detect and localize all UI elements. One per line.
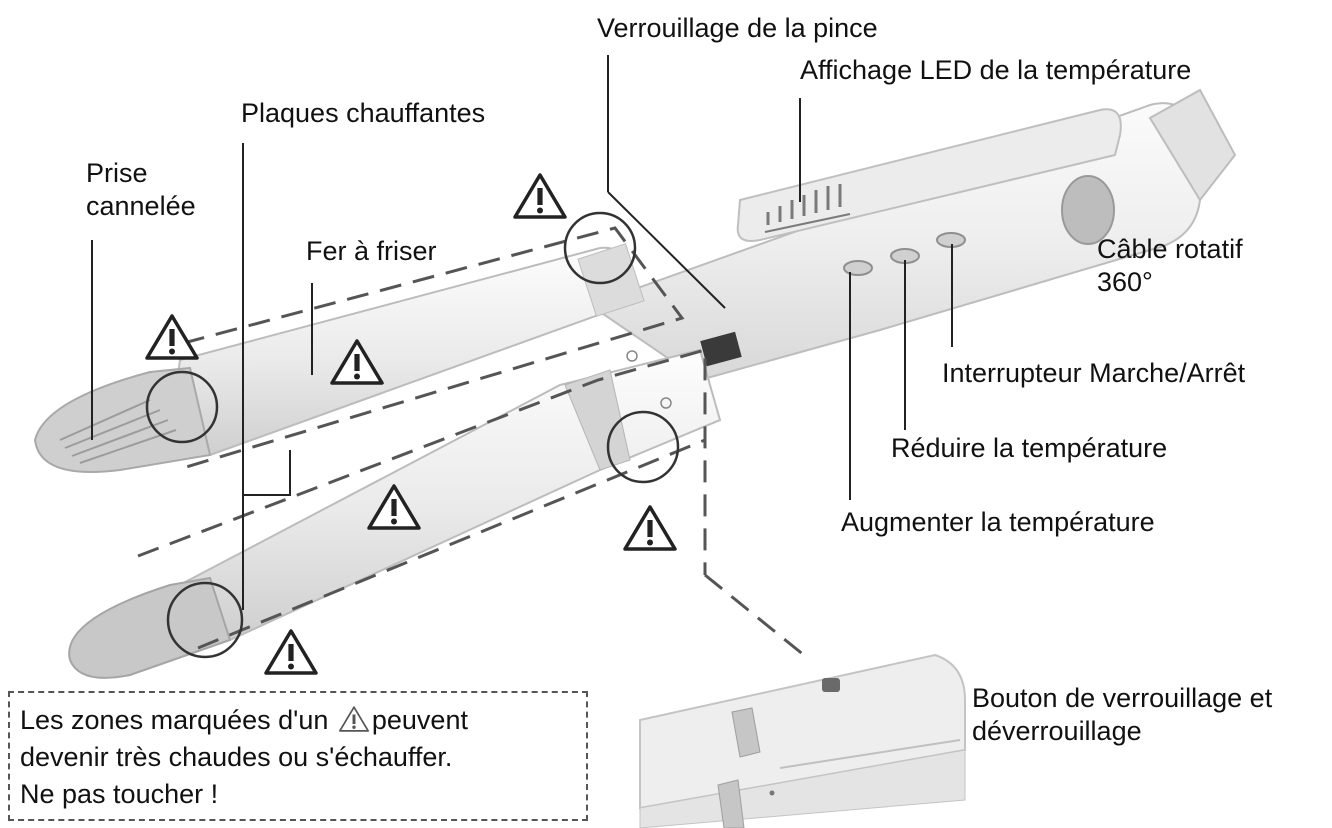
lock-button-inset: [639, 653, 966, 828]
leader-lines: [91, 55, 953, 610]
warning-notice-text: Les zones marquées d'un peuvent devenir …: [20, 702, 468, 813]
warning-line-2: devenir très chaudes ou s'échauffer.: [20, 742, 453, 772]
handle-body: [587, 88, 1237, 382]
temp-up-button: [843, 260, 873, 276]
led-bars: [764, 184, 851, 233]
rotating-cable-knob: [1061, 175, 1115, 245]
label-grooved-tip: Prise cannelée: [86, 158, 196, 221]
highlight-circles: [145, 211, 680, 659]
warning-line-3: Ne pas toucher !: [20, 779, 219, 809]
label-temp-down: Réduire la température: [891, 433, 1168, 463]
label-clamp-lock: Verrouillage de la pince: [597, 13, 878, 43]
label-power-switch: Interrupteur Marche/Arrêt: [942, 358, 1246, 388]
warning-line-1-end: peuvent: [371, 705, 468, 735]
upper-barrel: [33, 243, 645, 473]
lower-tip: [68, 576, 232, 679]
lock-window: [700, 331, 742, 367]
label-heating-plates: Plaques chauffantes: [241, 98, 486, 128]
label-lock-button: Bouton de verrouillage et déverrouillage: [972, 683, 1273, 746]
warning-triangle-icon: [338, 706, 369, 732]
grooved-tip: [33, 366, 212, 473]
lock-button-icon: [822, 678, 840, 692]
warning-line-1: Les zones marquées d'un peuvent: [20, 702, 468, 739]
label-rotating-cable: Câble rotatif 360°: [1097, 234, 1243, 297]
warning-notice-box: [8, 691, 588, 821]
label-led-display: Affichage LED de la température: [800, 55, 1192, 85]
led-display-panel: [736, 108, 1122, 242]
label-temp-up: Augmenter la température: [841, 507, 1155, 537]
label-curling-iron: Fer à friser: [306, 236, 437, 266]
warning-line-1-start: Les zones marquées d'un: [20, 705, 329, 735]
